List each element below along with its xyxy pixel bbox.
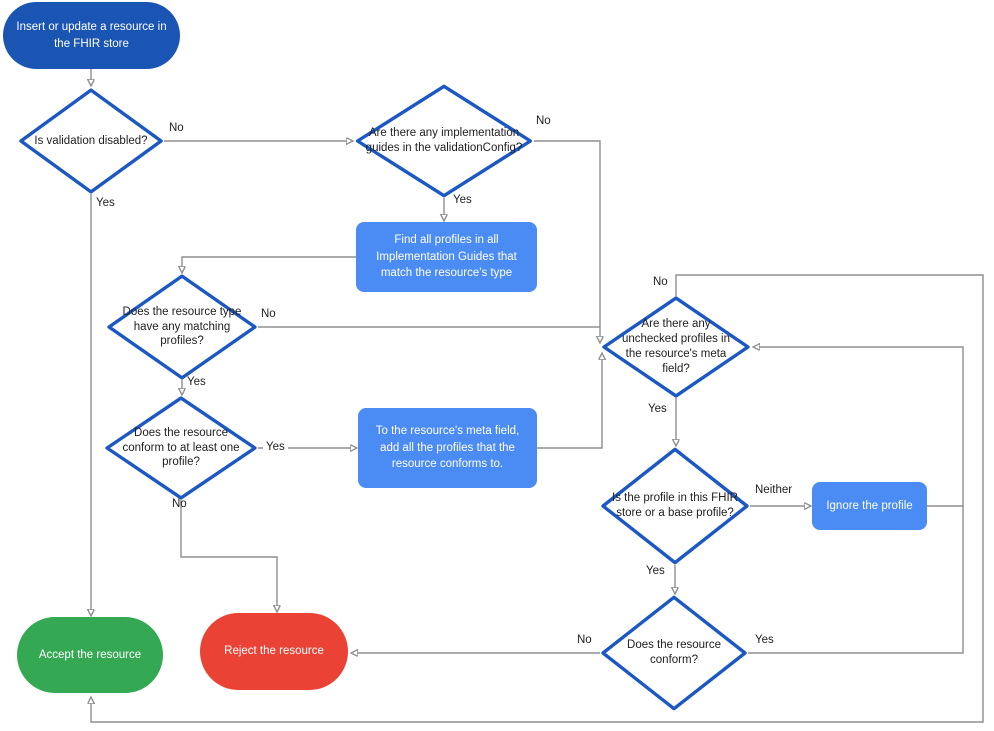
edge-conforms-yes-loop	[748, 506, 964, 654]
node-unchecked-profiles-label: Are there any unchecked profiles in the …	[621, 318, 731, 375]
edge-label-guides-yes: Yes	[453, 194, 472, 206]
node-conforms-one-profile-label: Does the resource conform to at least on…	[122, 426, 240, 469]
node-resource-conforms[interactable]: Does the resource conform?	[600, 595, 748, 711]
edge-conform-one-no	[180, 500, 277, 606]
node-ignore-profile[interactable]: Ignore the profile	[812, 482, 927, 530]
edge-label-matching-no: No	[261, 308, 276, 320]
diamond-shape	[18, 88, 164, 194]
edge-unchecked-no-loop	[91, 274, 984, 723]
node-add-profiles-meta-label: To the resource's meta field, add all th…	[375, 424, 520, 471]
edge-label-profile-yes: Yes	[646, 565, 665, 577]
edge-label-conforms-yes: Yes	[755, 634, 774, 646]
node-start[interactable]: Insert or update a resource in the FHIR …	[3, 2, 180, 69]
node-add-profiles-meta[interactable]: To the resource's meta field, add all th…	[358, 408, 537, 488]
node-resource-conforms-label: Does the resource conform?	[627, 639, 721, 666]
diamond-shape	[354, 84, 534, 198]
node-matching-profiles-label: Does the resource type have any matching…	[122, 305, 242, 348]
edge-meta-to-unchecked	[537, 359, 602, 449]
edge-label-matching-yes: Yes	[187, 376, 206, 388]
node-find-profiles[interactable]: Find all profiles in all Implementation …	[356, 222, 537, 292]
node-ignore-profile-label: Ignore the profile	[826, 499, 913, 512]
edge-label-validation-no: No	[169, 122, 184, 134]
node-reject-label: Reject the resource	[224, 645, 324, 658]
node-implementation-guides[interactable]: Are there any implementation guides in t…	[354, 84, 534, 198]
node-find-profiles-label: Find all profiles in all Implementation …	[376, 233, 517, 280]
diamond-shape	[106, 274, 258, 380]
node-start-label: Insert or update a resource in the FHIR …	[16, 21, 167, 50]
edge-label-profile-neither: Neither	[755, 484, 793, 496]
node-profile-in-store[interactable]: Is the profile in this FHIR store or a b…	[600, 447, 750, 565]
edge-find-to-matching	[182, 256, 356, 267]
node-conforms-one-profile[interactable]: Does the resource conform to at least on…	[104, 396, 258, 500]
edge-label-validation-yes: Yes	[96, 197, 115, 209]
node-accept[interactable]: Accept the resource	[17, 617, 163, 693]
edge-label-conform-one-no: No	[172, 498, 187, 510]
node-reject[interactable]: Reject the resource	[200, 613, 348, 690]
node-unchecked-profiles[interactable]: Are there any unchecked profiles in the …	[601, 296, 751, 398]
node-profile-in-store-label: Is the profile in this FHIR store or a b…	[612, 492, 738, 519]
edge-ignore-loop	[759, 347, 964, 507]
edge-label-guides-no: No	[536, 115, 551, 127]
node-accept-label: Accept the resource	[38, 648, 142, 661]
edge-label-conform-one-yes: Yes	[263, 441, 288, 453]
edge-label-conforms-no: No	[577, 634, 592, 646]
diamond-shape	[600, 595, 748, 711]
diamond-shape	[601, 296, 751, 398]
node-implementation-guides-label: Are there any implementation guides in t…	[365, 127, 523, 154]
edge-label-unchecked-no: No	[653, 276, 668, 288]
edge-guides-no	[534, 140, 600, 337]
node-validation-disabled-label: Is validation disabled?	[34, 134, 148, 147]
node-validation-disabled[interactable]: Is validation disabled?	[18, 88, 164, 194]
edge-label-unchecked-yes: Yes	[648, 403, 667, 415]
diamond-shape	[600, 447, 750, 565]
diamond-shape	[104, 396, 258, 500]
node-matching-profiles[interactable]: Does the resource type have any matching…	[106, 274, 258, 380]
